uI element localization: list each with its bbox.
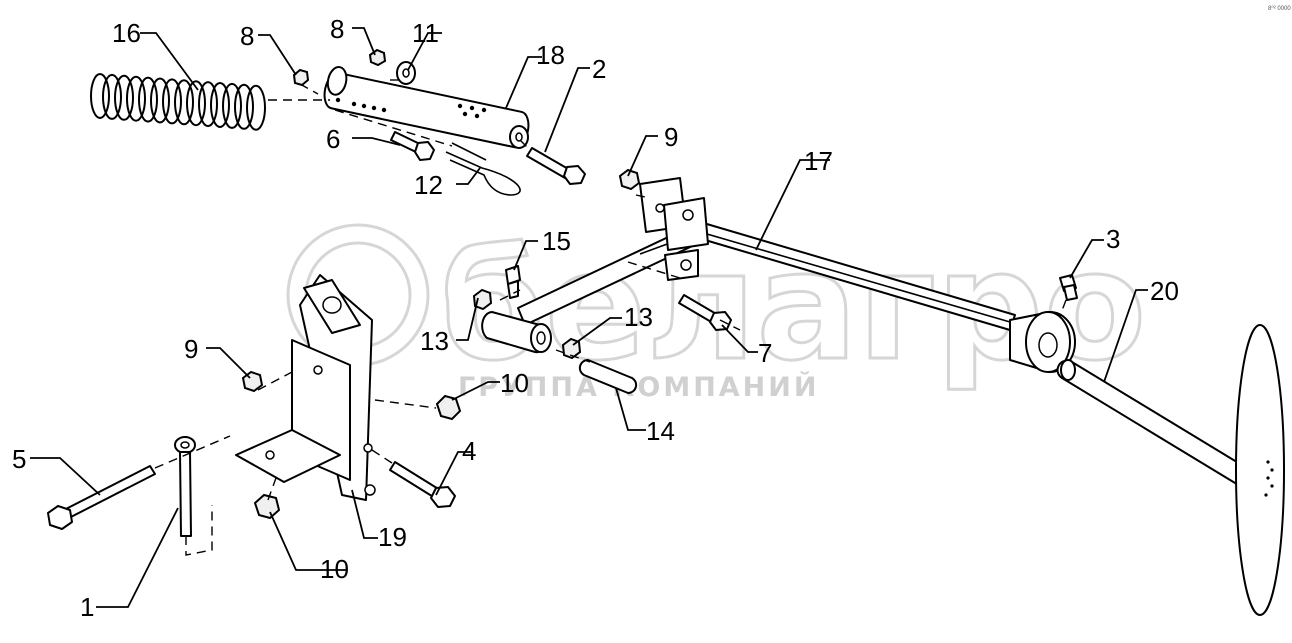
callout-19: 19 xyxy=(378,522,407,552)
spring-coil xyxy=(114,74,134,121)
callout-2: 2 xyxy=(592,54,606,84)
bolt-part xyxy=(526,147,586,185)
callout-6: 6 xyxy=(326,124,340,154)
callout-16: 16 xyxy=(112,18,141,48)
shaft-part xyxy=(1056,359,1251,487)
grease-fitting-part xyxy=(505,265,521,299)
callout-5: 5 xyxy=(12,444,26,474)
callout-13-right: 13 xyxy=(624,302,653,332)
spring-coil xyxy=(138,76,158,123)
assembly-lines xyxy=(154,79,1067,556)
spring-coil xyxy=(198,81,218,128)
bolt-part xyxy=(47,465,156,530)
callout-8-top: 8 xyxy=(330,14,344,44)
callout-11: 11 xyxy=(412,18,439,48)
callout-8-left: 8 xyxy=(240,21,254,51)
nut-part xyxy=(618,168,641,191)
spring-coil xyxy=(90,73,110,119)
callout-9-top: 9 xyxy=(664,122,678,152)
callout-10-bottom: 10 xyxy=(320,554,349,584)
nut-part xyxy=(435,394,462,421)
bracket-part xyxy=(235,274,376,501)
callout-20: 20 xyxy=(1150,276,1179,306)
spring-coil xyxy=(102,73,122,120)
callout-17: 17 xyxy=(804,146,833,176)
spring-coil xyxy=(150,77,170,124)
nut-part xyxy=(253,493,281,520)
axle-part xyxy=(323,66,530,149)
callout-10-center: 10 xyxy=(500,368,529,398)
washer-part xyxy=(396,61,529,149)
disc-part xyxy=(1235,324,1285,616)
callout-12: 12 xyxy=(414,170,443,200)
bushing-part xyxy=(472,288,582,360)
spring-coil xyxy=(186,80,206,127)
spring-coil xyxy=(210,82,230,128)
callout-labels: 1 2 3 4 5 6 7 8 8 9 9 10 10 11 12 13 13 … xyxy=(12,14,1179,622)
callout-4: 4 xyxy=(462,436,476,466)
spring-part xyxy=(90,73,266,131)
bolt-part xyxy=(390,131,435,161)
spring-coil xyxy=(222,82,242,129)
spring-coil xyxy=(246,84,266,131)
pin-part xyxy=(578,358,638,395)
callout-1: 1 xyxy=(80,592,94,622)
eye-bolt-part xyxy=(174,436,196,537)
callout-9-left: 9 xyxy=(184,334,198,364)
callout-13-left: 13 xyxy=(420,326,449,356)
spring-coil xyxy=(126,75,146,122)
spring-coil xyxy=(162,78,182,125)
callout-15: 15 xyxy=(542,226,571,256)
watermark-tagline: ГРУППА КОМПАНИЙ xyxy=(458,371,819,403)
bolt-part xyxy=(1059,274,1078,301)
spring-coil xyxy=(234,83,254,130)
callout-18: 18 xyxy=(536,40,565,70)
callout-leaders xyxy=(30,27,1148,608)
watermark: белагро ГРУППА КОМПАНИЙ xyxy=(286,219,1148,403)
hub-part xyxy=(1009,311,1076,373)
callout-7: 7 xyxy=(758,338,772,368)
bolt-part xyxy=(389,461,456,508)
clip-part xyxy=(445,142,521,196)
callout-3: 3 xyxy=(1106,224,1120,254)
callout-14: 14 xyxy=(646,416,675,446)
spring-coil xyxy=(174,79,194,126)
corner-code: 8⁰² 0000 xyxy=(1268,5,1291,12)
